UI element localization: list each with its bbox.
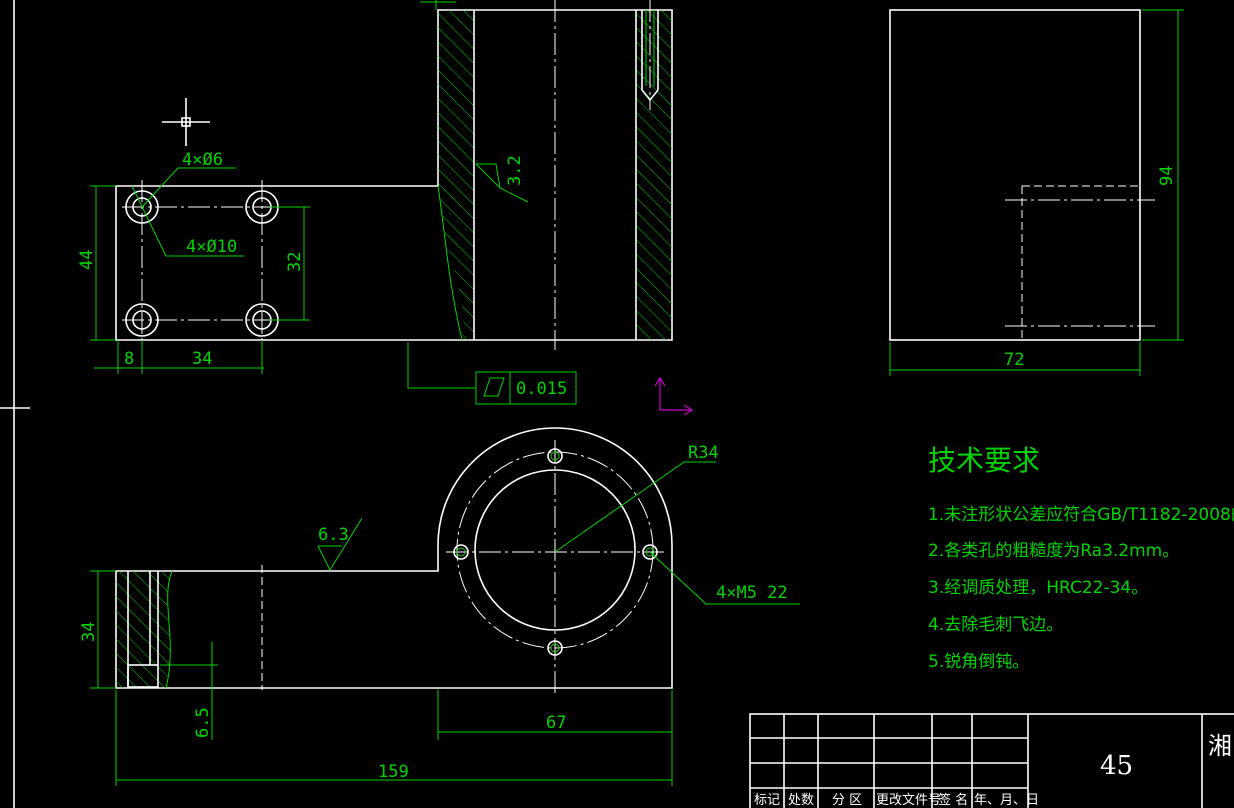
threaded-hole [547,448,563,464]
front-view-dimensions: 44 32 8 34 4×Ø6 4×Ø10 3.2 0.015 [77,0,577,405]
dim-height-34: 34 [79,622,99,642]
dim-holes-6: 4×Ø6 [182,150,223,170]
title-block-header: 分 区 [832,793,862,808]
material-label: 45 [1100,751,1133,781]
top-view-dimensions: R34 4×M5 22 6.3 34 6.5 67 159 [79,443,800,786]
dim-length-159: 159 [378,762,409,782]
technical-requirements: 技术要求 1.未注形状公差应符合GB/T1182-2008的 2.各类孔的粗糙度… [928,444,1234,672]
roughness-3-2: 3.2 [505,155,525,186]
title-block-header: 年、月、日 [974,793,1039,808]
roughness-6-3: 6.3 [318,525,349,545]
side-view [889,9,1155,341]
title-block: 标记 处数 分 区 更改文件号 签 名 年、月、日 45 湘 [749,713,1234,808]
side-view-dimensions: 94 72 [889,9,1184,376]
dim-width-67: 67 [546,713,566,733]
dim-hole-spacing-32: 32 [285,252,305,272]
tech-requirement-item: 2.各类孔的粗糙度为Ra3.2mm。 [928,541,1179,561]
dim-width-72: 72 [1004,350,1024,370]
threaded-hole [547,640,563,656]
dim-height-44: 44 [77,250,97,270]
dim-radius-34: R34 [688,443,719,463]
title-block-header: 更改文件号 [876,793,941,808]
title-block-header: 处数 [788,793,814,808]
flatness-tolerance-value: 0.015 [516,379,567,399]
threaded-hole [642,544,658,560]
tech-requirement-item: 5.锐角倒钝。 [928,652,1029,672]
dim-width-34: 34 [192,349,212,369]
threaded-hole [453,544,469,560]
title-block-header: 标记 [754,793,780,808]
dim-height-94: 94 [1157,166,1177,186]
dim-holes-10: 4×Ø10 [186,237,237,257]
title-block-header: 签 名 [938,792,968,808]
tech-requirement-item: 4.去除毛刺飞边。 [928,615,1063,635]
tech-requirements-title: 技术要求 [928,444,1040,477]
top-view [115,427,673,695]
company-name-partial: 湘 [1208,732,1232,760]
front-view [115,0,673,350]
ucs-axis-icon [654,376,694,416]
tech-requirement-item: 3.经调质处理，HRC22-34。 [928,578,1148,598]
tech-requirement-item: 1.未注形状公差应符合GB/T1182-2008的 [928,505,1234,525]
dim-thread-holes: 4×M5 22 [716,583,788,603]
dim-depth-6-5: 6.5 [193,707,213,738]
drawing-border [0,0,30,808]
dim-offset-8: 8 [124,349,134,369]
